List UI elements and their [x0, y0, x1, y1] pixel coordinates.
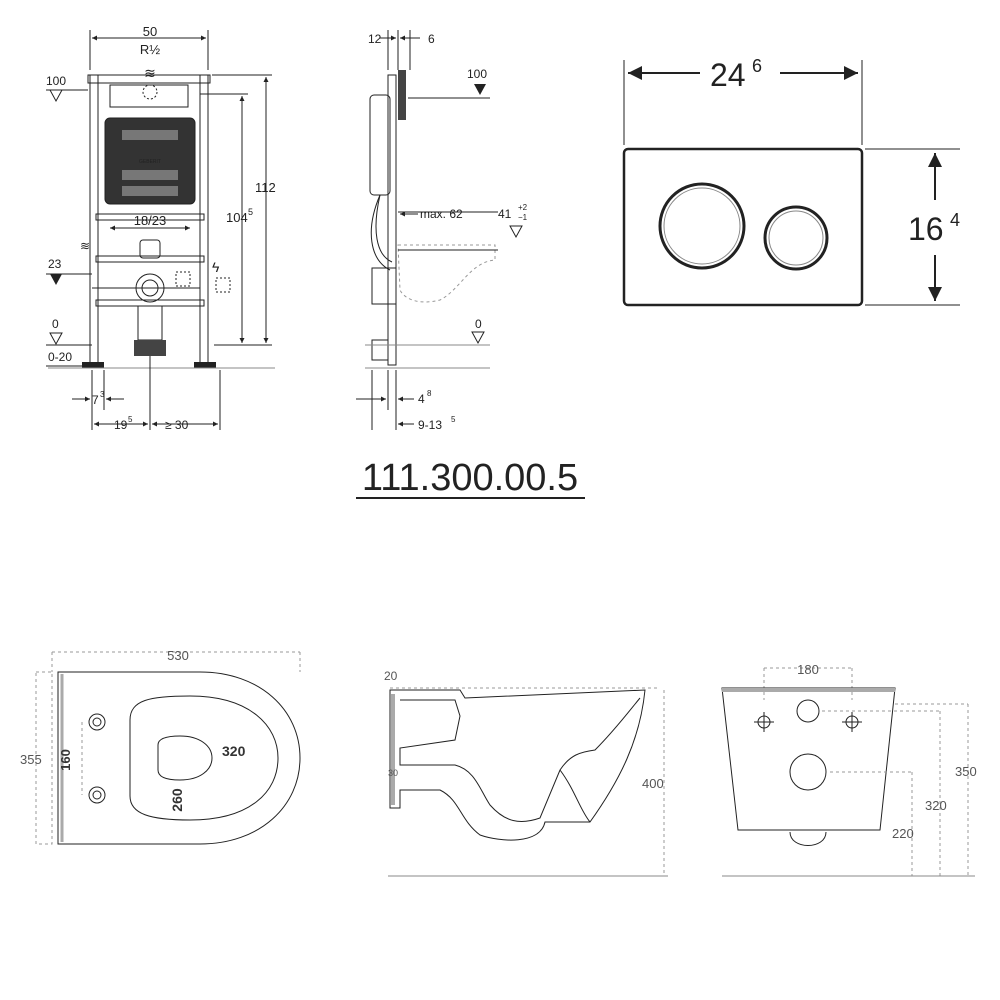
dim-frame-width: 50 [143, 24, 157, 39]
bowl-top-view: 530 355 160 320 260 [20, 648, 301, 845]
drain-pipe [137, 305, 163, 341]
dim-outlet-span: 18/23 [134, 213, 167, 228]
dim-back-inlet-height: 320 [925, 798, 947, 813]
electric-supply-icon: ϟ [212, 259, 220, 275]
cistern-top-valve [109, 84, 189, 108]
side-cistern [369, 94, 391, 196]
dim-side-top-b: 6 [428, 32, 435, 46]
dim-min-space: ≥ 30 [165, 418, 189, 432]
waste-outlet-hole [789, 753, 827, 791]
dim-bowl-length: 530 [167, 648, 189, 663]
svg-text:+2: +2 [518, 203, 528, 212]
electrical-box-outer [215, 277, 231, 293]
bowl-back-view: 180 350 320 220 [721, 662, 977, 877]
marker-zero-level: 0 [52, 317, 59, 331]
dim-max-projection: max. 62 [420, 207, 463, 221]
svg-text:3: 3 [100, 390, 105, 399]
frame-low-rail [95, 255, 205, 263]
bowl-seat-outline [129, 695, 279, 821]
dim-offset-bottom: 19 [114, 418, 128, 432]
flush-button-large [658, 182, 746, 270]
mounting-hole-top [88, 713, 106, 731]
dim-hole-span: 160 [58, 749, 73, 771]
model-code: 111.300.00.5 [362, 457, 578, 499]
electrical-box-right [175, 271, 191, 287]
dim-back-total-height: 350 [955, 764, 977, 779]
water-inlet-icon: ≋ [80, 239, 90, 253]
water-supply-icon: ≋ [144, 65, 156, 81]
side-marker-top: 100 [467, 67, 487, 81]
bowl-opening [157, 735, 213, 781]
flush-plate-view: 24 6 16 4 [622, 56, 960, 307]
svg-text:4: 4 [950, 210, 960, 230]
cistern-label-plate [122, 130, 178, 140]
mounting-hole-bottom [88, 786, 106, 804]
dim-total-height: 112 [255, 180, 276, 195]
side-flush-plate [398, 70, 406, 120]
marker-top-level: 100 [46, 74, 66, 88]
dim-inner-height: 104 [226, 210, 248, 225]
svg-text:5: 5 [451, 415, 456, 424]
level-triangle-filled-icon [50, 274, 62, 285]
dim-plate-width: 24 [710, 57, 746, 93]
dim-side-top-a: 12 [368, 32, 382, 46]
svg-text:5: 5 [248, 207, 253, 217]
svg-text:−1: −1 [518, 213, 528, 222]
bowl-section-view: 20 30 400 [384, 669, 668, 877]
dim-bowl-height: 41 [498, 207, 512, 221]
side-bowl-outline [397, 244, 496, 303]
flush-pipe-connector [139, 239, 161, 259]
frame-front-view: GEBERIT ≋ ϟ ≋ 50 R½ 100 112 [46, 24, 276, 432]
frame-right-foot [194, 362, 216, 368]
dim-seat-width: 260 [169, 788, 185, 812]
dim-inlet-offset: 30 [388, 768, 398, 778]
frame-side-view: 12 6 100 max. 62 41 +2 −1 0 4 8 9-13 5 [356, 30, 528, 432]
dim-floor-range: 0-20 [48, 350, 72, 364]
flush-inlet-hole [796, 699, 820, 723]
bowl-outlet-bottom [789, 831, 827, 846]
dim-section-height: 400 [642, 776, 664, 791]
svg-text:5: 5 [128, 415, 133, 424]
dim-seat-length: 320 [222, 743, 246, 759]
svg-text:6: 6 [752, 56, 762, 76]
svg-text:8: 8 [427, 389, 432, 398]
dim-pipe-size: R½ [140, 42, 160, 57]
dim-back-outlet-height: 220 [892, 826, 914, 841]
dim-side-bottom-a: 4 [418, 392, 425, 406]
marker-outlet-level: 23 [48, 257, 62, 271]
dim-bowl-width: 355 [20, 752, 42, 767]
dim-offset-left: 7 [92, 393, 99, 407]
flush-button-small [763, 205, 829, 271]
bowl-outline [57, 671, 301, 845]
dim-side-bottom-b: 9-13 [418, 418, 442, 432]
cistern-brand-mark: GEBERIT [139, 159, 161, 165]
flush-plate [622, 147, 864, 307]
bowl-section-outline [389, 689, 646, 841]
bowl-back-outline [721, 687, 896, 831]
dim-rim-height: 20 [384, 669, 398, 683]
frame-left-foot [82, 362, 104, 368]
dim-plate-height: 16 [908, 211, 944, 247]
frame-bottom-rail [95, 299, 205, 307]
frame-mid-rail [95, 213, 205, 221]
dim-bolt-span: 180 [797, 662, 819, 677]
side-flush-pipe [370, 194, 391, 271]
level-triangle-icon [49, 89, 63, 103]
frame-top-rail [87, 74, 211, 84]
side-marker-zero: 0 [475, 317, 482, 331]
side-frame-post [387, 74, 397, 366]
